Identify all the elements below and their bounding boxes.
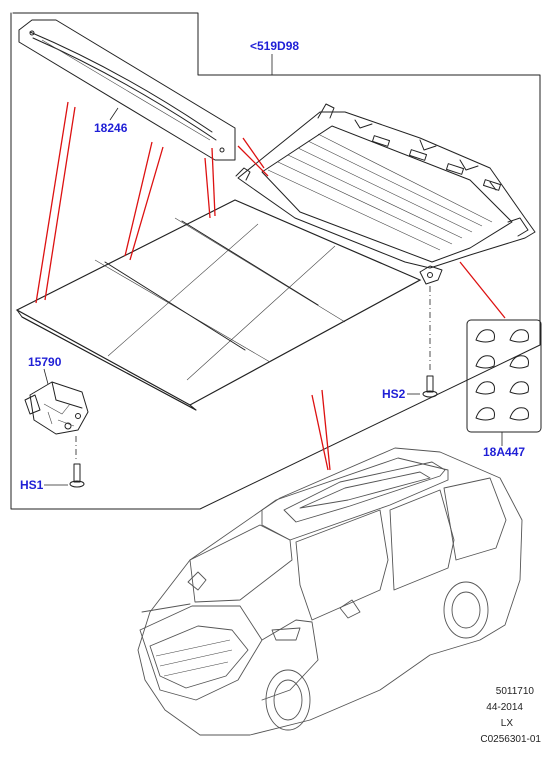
footer-line-3: LX — [501, 718, 514, 729]
seal-strip-part — [18, 19, 236, 161]
callout-motor[interactable]: 15790 — [28, 355, 62, 369]
screw-hs1-part — [44, 436, 85, 488]
vehicle-illustration — [137, 447, 523, 736]
callout-seal-strip[interactable]: 18246 — [94, 121, 128, 135]
assembly-frame — [10, 12, 541, 510]
sunroof-frame-part — [235, 103, 536, 285]
roof-liner-panel — [15, 199, 422, 411]
callout-screw-hs1[interactable]: HS1 — [20, 478, 44, 492]
seal-leader — [109, 107, 119, 121]
footer-line-4: C0256301-01 — [480, 734, 541, 745]
callout-screw-hs2[interactable]: HS2 — [382, 387, 406, 401]
footer-line-1: 5011710 — [496, 686, 535, 697]
footer-line-2: 44-2014 — [486, 702, 523, 713]
motor-part — [24, 368, 89, 435]
screw-hs2-part — [407, 286, 438, 398]
indicator-lines — [35, 101, 506, 471]
clip-kit-part — [466, 319, 542, 446]
callout-clip-kit[interactable]: 18A447 — [483, 445, 525, 459]
callout-sunroof-assembly[interactable]: <519D98 — [250, 39, 299, 53]
